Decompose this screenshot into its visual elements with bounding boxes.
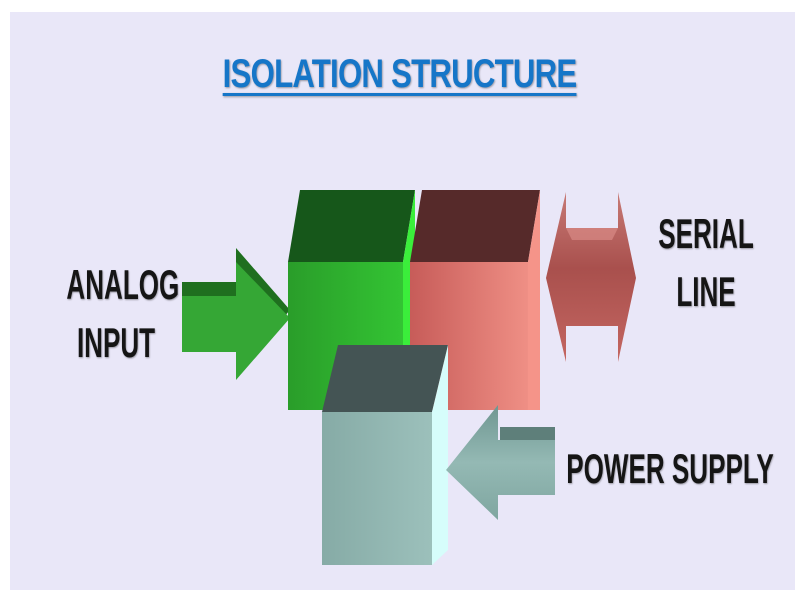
- serial-label-line2: LINE: [676, 268, 736, 315]
- serial-label-line1: SERIAL: [658, 210, 754, 257]
- diagram-title: ISOLATION STRUCTURE: [222, 52, 578, 96]
- power-supply-arrow: [446, 405, 555, 520]
- serial-line-label: SERIAL LINE: [656, 205, 755, 321]
- serial-line-arrow: [546, 192, 636, 362]
- analog-label-line1: ANALOG: [66, 261, 180, 308]
- analog-label-line2: INPUT: [76, 319, 156, 366]
- power-supply-label: POWER SUPPLY: [566, 445, 774, 492]
- analog-input-label: ANALOG INPUT: [66, 256, 180, 372]
- analog-input-arrow: [182, 248, 290, 380]
- red-block: [410, 190, 540, 410]
- power-block: [322, 345, 448, 565]
